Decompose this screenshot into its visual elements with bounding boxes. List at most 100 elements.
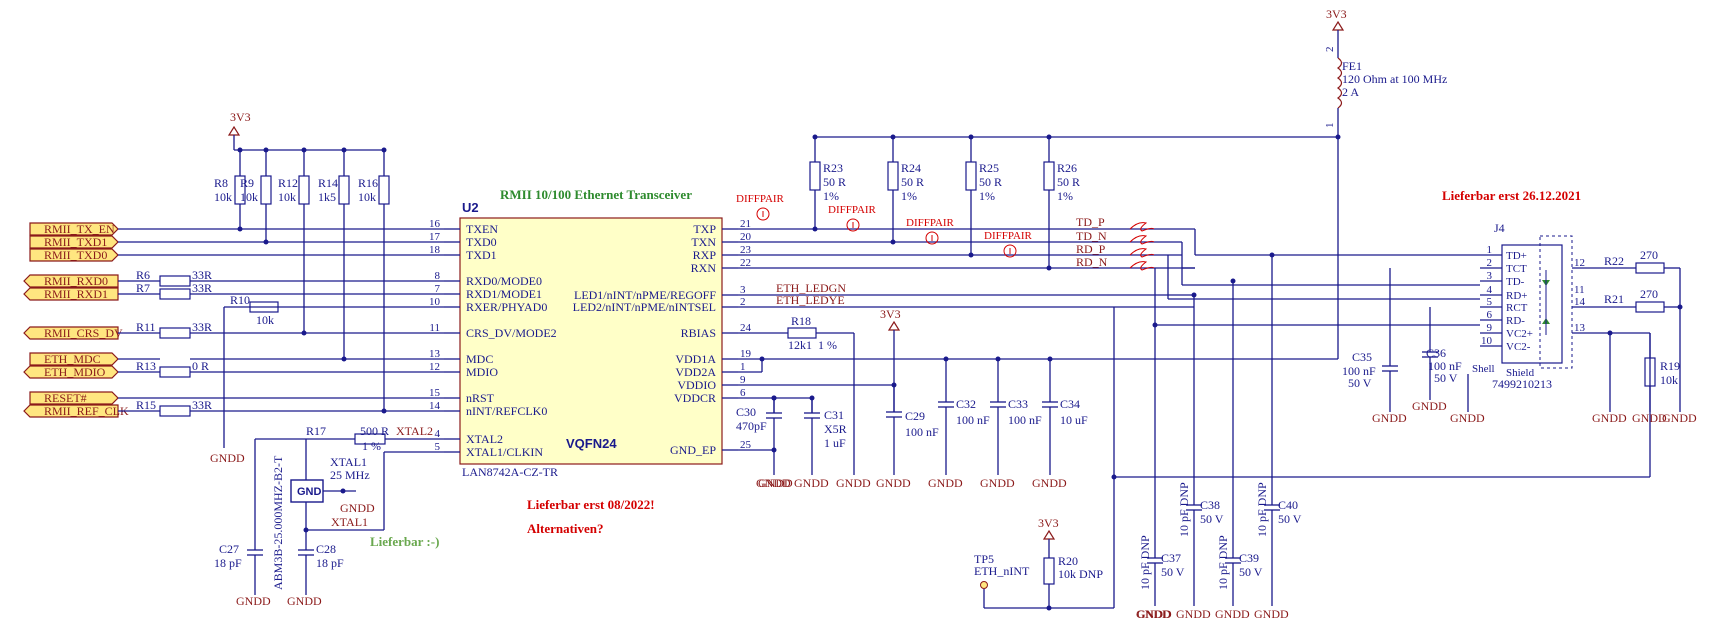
j4-part: 7499210213 [1492,377,1552,391]
j4-pin-name: TD+ [1506,250,1527,262]
term-res-ref: R26 [1057,161,1077,175]
u2-pin-name: RXD1/MODE1 [466,287,542,301]
r21-value: 270 [1640,287,1658,301]
ic-u2: U2 VQFN24 LAN8742A-CZ-TR TXEN16TXD017TXD… [429,200,752,479]
j4-pin-number: 2 [1487,257,1493,269]
pullup-ref: R9 [240,176,254,190]
j4-pin-number: 4 [1487,284,1493,296]
dnp-cap-value: 10 pF DNP [1216,535,1230,590]
u2-pin-number: 23 [740,244,752,256]
u2-pin-number: 6 [740,387,746,399]
series-res-ref: R7 [136,281,150,295]
pullup-value: 10k [214,190,232,204]
u2-package: VQFN24 [566,436,617,451]
u2-pin-name: CRS_DV/MODE2 [466,326,557,340]
j4-pin-name: RD+ [1506,290,1527,302]
schematic-title: RMII 10/100 Ethernet Transceiver [500,187,692,202]
u2-pin-name: VDDCR [674,391,716,405]
u2-pin-name: RXN [691,261,717,275]
r17-value: 500 R [360,424,389,438]
r19-ref: R19 [1660,359,1680,373]
r20-value: 10k DNP [1058,567,1103,581]
u2-pin-name: MDC [466,352,493,366]
gnd-r22: GNDD [1662,411,1697,425]
r21-ref: R21 [1604,292,1624,306]
c35-volt: 50 V [1348,376,1372,390]
power-3v3-left: 3V3 [230,110,251,124]
rbias-network: R18 12k1 1 % GNDD [738,314,871,490]
diffpair-label: DIFFPAIR [828,204,877,216]
term-res-tol: 1% [1057,189,1073,203]
j4-right-pin-number: 13 [1574,322,1586,334]
pullup-ref: R12 [278,176,298,190]
series-res-ref: R6 [136,268,150,282]
u2-pin-name: MDIO [466,365,498,379]
u2-pin-number: 16 [429,218,441,230]
fe1-pin2: 2 [1324,47,1336,53]
u2-pin-number: 14 [429,400,441,412]
left-wires: GNDD [118,228,444,465]
gnd-cap: GNDD [756,476,791,490]
series-res-value: 33R [192,320,212,334]
net-xtal1: XTAL1 [331,515,368,529]
u2-pin-name: GND_EP [670,443,716,457]
pullup-value: 1k5 [318,190,336,204]
cap-ref: C34 [1060,397,1080,411]
u2-pin-name: RBIAS [681,326,716,340]
u2-pin-number: 8 [435,270,441,282]
crystal-circuit: R17 500 R 1 % XTAL2 GND GNDD XTAL1 25 MH… [214,424,444,608]
fe1-desc: 120 Ohm at 100 MHz [1342,72,1447,86]
dnp-cap-value: 10 pF DNP [1177,482,1191,537]
port-label: RMII_REF_CLK [44,404,129,418]
fe1-pin1: 1 [1324,123,1336,129]
gnd-c35: GNDD [1372,411,1407,425]
gnd-dnp-cap: GNDD [1254,607,1289,621]
c35-value: 100 nF [1342,364,1376,378]
c28-value: 18 pF [316,556,344,570]
series-res-ref: R15 [136,398,156,412]
u2-pin-number: 17 [429,231,441,243]
gnd-cap: GNDD [980,476,1015,490]
j4-right-pin-number: 14 [1574,296,1586,308]
note-alternatives: Alternativen? [527,521,604,536]
series-res-value: 0 R [192,359,209,373]
power-3v3-r20: 3V3 [1038,516,1059,530]
note-availability-j4: Lieferbar erst 26.12.2021 [1442,188,1581,203]
gnd-ep: GNDD [758,476,793,490]
gnd-j4-shell: GNDD [1450,411,1485,425]
series-res-ref: R10 [230,293,250,307]
r18-ref: R18 [791,314,811,328]
dnp-cap-volt: 50 V [1161,565,1185,579]
port-list: RMII_TX_ENRMII_TXD1RMII_TXD0RMII_RXD0RMI… [23,222,129,418]
c36-value: 100 nF [1428,359,1462,373]
gnd-dnp-cap: GNDD [1215,607,1250,621]
u2-pin-number: 20 [740,231,752,243]
series-res-value: 33R [192,268,212,282]
cap-ref: C32 [956,397,976,411]
cap-value: 10 uF [1060,413,1088,427]
u2-pin-name: TXN [691,235,716,249]
net-rd-p: RD_P [1076,242,1106,256]
u2-pin-number: 2 [740,296,746,308]
dnp-cap-volt: 50 V [1239,565,1263,579]
cap-value: 100 nF [905,425,939,439]
fe1-current: 2 A [1342,85,1359,99]
c35-ref: C35 [1352,350,1372,364]
j4-pin-name: TCT [1506,263,1527,275]
r17-ref: R17 [306,424,326,438]
gnd-r19: GNDD [1632,411,1667,425]
series-res-value: 10k [256,313,274,327]
j4-pin-number: 5 [1487,296,1493,308]
net-eth-ledye: ETH_LEDYE [776,293,845,307]
note-availability-u2: Lieferbar erst 08/2022! [527,497,655,512]
diffpair-label: DIFFPAIR [984,230,1033,242]
gnd-c27: GNDD [236,594,271,608]
cap-value: X5R [824,422,847,436]
u2-pin-name: XTAL2 [466,432,503,446]
c36-volt: 50 V [1434,371,1458,385]
u2-pin-name: RXER/PHYAD0 [466,300,547,314]
